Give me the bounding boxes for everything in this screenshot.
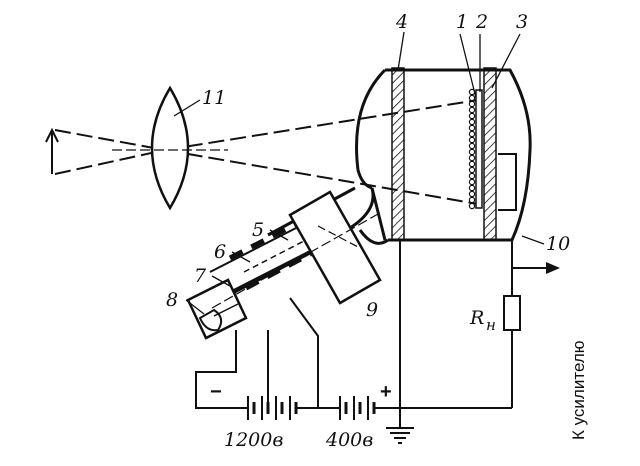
front-plate — [391, 67, 405, 241]
side-electrode — [498, 153, 517, 211]
mica-sheet — [475, 89, 483, 209]
mosaic-granule — [468, 94, 476, 102]
lens — [150, 85, 190, 211]
mosaic-granule — [468, 118, 476, 126]
label-4: 4 — [395, 11, 408, 33]
voltage-1200: 1200в — [224, 429, 283, 451]
mosaic-granule — [468, 106, 476, 114]
label-1: 1 — [456, 11, 468, 33]
minus-sign: − — [210, 381, 222, 403]
deflection-block — [288, 190, 382, 305]
signal-plate — [483, 67, 497, 241]
mosaic-granule — [468, 154, 476, 162]
beam-axis — [211, 213, 379, 309]
label-8: 8 — [166, 289, 178, 311]
mosaic-granule — [468, 130, 476, 138]
label-5: 5 — [252, 219, 264, 241]
label-2: 2 — [475, 11, 488, 33]
plus-sign: + — [380, 381, 392, 403]
mosaic-granule — [468, 124, 476, 132]
mosaic-granule — [468, 160, 476, 168]
battery-1200v — [238, 396, 340, 420]
label-3: 3 — [516, 11, 528, 33]
output-arrow — [546, 262, 560, 274]
label-7: 7 — [194, 265, 207, 287]
label-10: 10 — [546, 233, 570, 255]
resistor-subscript: н — [486, 316, 496, 334]
mosaic-granule — [468, 172, 476, 180]
label-9: 9 — [366, 299, 378, 321]
resistor-symbol: R — [469, 307, 484, 329]
leader-lines — [173, 31, 545, 315]
light-rays — [54, 99, 479, 205]
wiring — [195, 239, 548, 409]
mosaic-granule — [468, 196, 476, 204]
label-11: 11 — [202, 87, 226, 109]
mosaic-granule — [468, 148, 476, 156]
mosaic-granule — [468, 184, 476, 192]
label-6: 6 — [214, 241, 226, 263]
load-resistor — [503, 295, 521, 331]
mosaic — [468, 88, 476, 210]
output-label: К усилителю — [569, 340, 588, 440]
battery-400v — [339, 396, 400, 420]
gun-cylinders — [209, 221, 316, 297]
cathode-cap — [186, 278, 248, 340]
ground-symbol — [386, 408, 414, 444]
voltage-400: 400в — [325, 429, 373, 451]
object-arrow — [45, 127, 59, 174]
mosaic-granule — [468, 142, 476, 150]
mosaic-granule — [468, 100, 476, 108]
mosaic-granule — [468, 136, 476, 144]
mosaic-granule — [468, 190, 476, 198]
mosaic-granule — [468, 178, 476, 186]
mosaic-granule — [468, 166, 476, 174]
mosaic-granule — [468, 202, 476, 210]
mosaic-granule — [468, 112, 476, 120]
